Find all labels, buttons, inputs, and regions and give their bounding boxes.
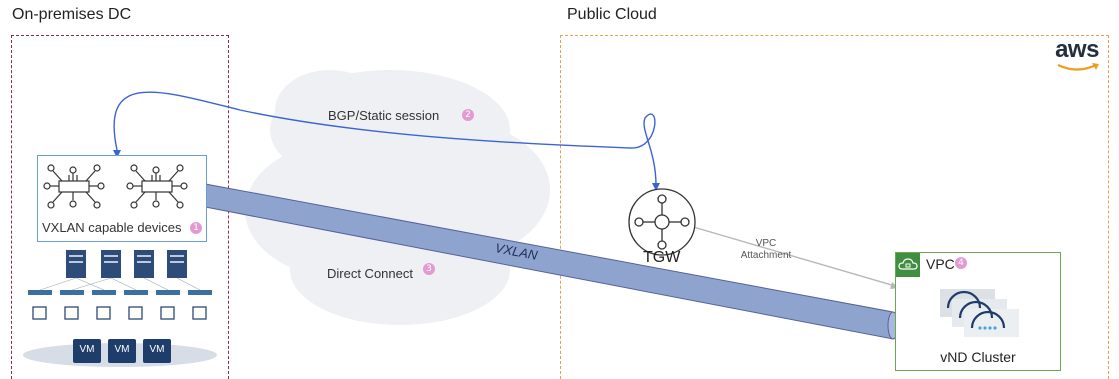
direct-connect-label: Direct Connect xyxy=(327,266,413,281)
direct-connect-badge: 3 xyxy=(423,263,435,275)
tgw-label: TGW xyxy=(643,249,681,266)
bgp-arrowhead-left xyxy=(113,150,121,158)
vnd-cluster-icon xyxy=(940,289,1019,337)
cloud-region xyxy=(560,35,1109,379)
bgp-badge: 2 xyxy=(462,109,474,121)
vpc-attachment-line1: VPC xyxy=(755,238,777,249)
vxlan-devices-box: VXLAN capable devices 1 xyxy=(37,155,207,242)
vpc-badge: 4 xyxy=(955,257,967,269)
router-icon xyxy=(126,164,188,209)
bgp-session-label: BGP/Static session xyxy=(328,108,440,123)
hosts xyxy=(32,306,207,320)
leaf-switches xyxy=(28,290,212,295)
vpc-attachment-line xyxy=(689,225,896,287)
cloud-title: Public Cloud xyxy=(567,6,657,23)
devices-badge: 1 xyxy=(190,222,202,234)
vpc-box: VPC 4 vND Cluster xyxy=(895,252,1061,371)
vm-chips xyxy=(73,339,171,363)
vpc-attachment-line2: Attachment xyxy=(740,250,792,261)
vpc-attachment-label: VPC Attachment xyxy=(733,238,799,262)
vm-label: VM xyxy=(149,344,165,355)
router-icons xyxy=(43,164,188,209)
vm-label: VM xyxy=(114,344,130,355)
aws-logo: aws xyxy=(1052,38,1102,78)
vm-label: VM xyxy=(79,344,95,355)
vnd-cluster-label: vND Cluster xyxy=(940,349,1016,365)
vpc-cloud-lock-icon xyxy=(896,253,920,277)
bgp-arrowhead-right xyxy=(652,183,660,191)
vpc-label: VPC xyxy=(926,256,955,272)
onprem-title: On-premises DC xyxy=(12,6,132,23)
server-racks xyxy=(66,250,187,278)
tgw-icon xyxy=(628,188,696,256)
devices-label: VXLAN capable devices xyxy=(42,220,182,235)
bgp-session-line xyxy=(113,91,657,186)
router-icon xyxy=(43,164,105,209)
